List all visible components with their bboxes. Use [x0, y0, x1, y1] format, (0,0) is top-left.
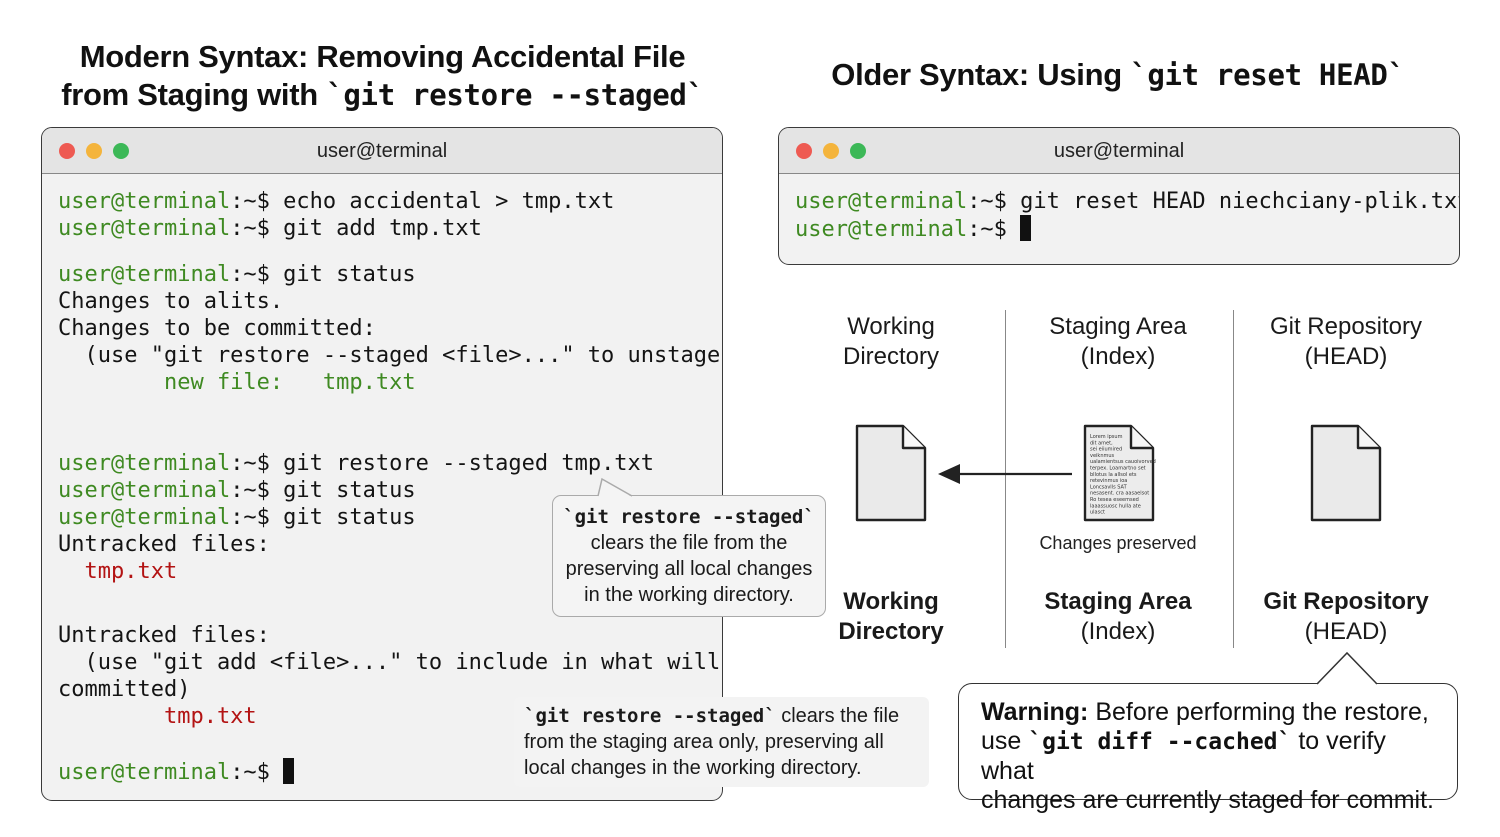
- close-dot-icon[interactable]: [59, 143, 75, 159]
- terminal-line: user@terminal:~$ git reset HEAD niechcia…: [795, 189, 1460, 214]
- doc-text-line: terpex. Loamartno set: [1090, 466, 1146, 472]
- col-git-repository-header: Git Repository (HEAD): [1269, 313, 1423, 370]
- terminal-line: user@terminal:~$ git status: [58, 505, 416, 530]
- doc-text-line: dit amet,: [1090, 440, 1113, 446]
- left-title-code: `git restore --staged`: [326, 78, 704, 112]
- right-terminal-title: user@terminal: [1053, 140, 1185, 162]
- terminal-line: user@terminal:~$ git status: [58, 262, 416, 287]
- doc-text-line: bllotus la allsol ets: [1090, 472, 1137, 478]
- prompt: user@terminal: [795, 217, 968, 242]
- prompt: user@terminal: [58, 451, 231, 476]
- terminal-line: user@terminal:~$ git restore --staged tm…: [58, 451, 655, 476]
- left-title-line2: from Staging with `git restore --staged`: [61, 77, 704, 112]
- left-title-line1: Modern Syntax: Removing Accidental File: [79, 39, 686, 74]
- prompt: user@terminal: [58, 505, 231, 530]
- terminal-output: Changes to alits.: [58, 289, 284, 314]
- col-working-directory-label: Working Directory: [838, 588, 944, 645]
- terminal-line: user@terminal:~$: [58, 758, 295, 786]
- left-title: Modern Syntax: Removing Accidental File …: [40, 38, 725, 114]
- restore-note: `git restore --staged` clears the file f…: [514, 697, 929, 787]
- doc-text-line: veiknmus: [1090, 453, 1115, 459]
- warning-box: Warning: Before performing the restore, …: [958, 683, 1458, 814]
- terminal-output: Untracked files:: [58, 532, 270, 557]
- cursor-icon: [283, 758, 295, 784]
- right-title: Older Syntax: Using `git reset HEAD`: [831, 57, 1405, 92]
- doc-text-line: Lorem ipsum: [1090, 434, 1123, 440]
- prompt: user@terminal: [58, 262, 231, 287]
- terminal-output-new-file: new file: tmp.txt: [58, 370, 416, 395]
- repository-file-icon: [1310, 424, 1382, 522]
- maximize-dot-icon[interactable]: [113, 143, 129, 159]
- right-title-code: `git reset HEAD`: [1130, 58, 1405, 92]
- doc-text-line: laaassuosc hulla ate: [1090, 503, 1141, 509]
- terminal-output-file: tmp.txt: [58, 559, 178, 584]
- unstage-arrow-icon: [938, 464, 1072, 484]
- doc-text-line: retevinmus ioa: [1090, 478, 1127, 484]
- warning-code: `git diff --cached`: [1028, 729, 1292, 755]
- terminal-output: Changes to be committed:: [58, 316, 376, 341]
- terminal-line: user@terminal:~$ echo accidental > tmp.t…: [58, 189, 615, 214]
- col-staging-area-header: Staging Area (Index): [1049, 313, 1187, 370]
- doc-text-line: nesasent. cra aasaelsot: [1090, 491, 1149, 497]
- terminal-line: user@terminal:~$: [795, 215, 1032, 243]
- minimize-dot-icon[interactable]: [86, 143, 102, 159]
- maximize-dot-icon[interactable]: [850, 143, 866, 159]
- right-terminal-window: user@terminal user@terminal:~$ git reset…: [778, 127, 1460, 265]
- restore-callout-bubble: `git restore --staged` clears the file f…: [552, 495, 826, 617]
- close-dot-icon[interactable]: [796, 143, 812, 159]
- terminal-output: committed): [58, 677, 191, 702]
- col-working-directory-header: Working Directory: [842, 313, 939, 370]
- left-terminal-titlebar: user@terminal: [42, 128, 722, 174]
- column-divider: [1005, 310, 1006, 648]
- col-staging-area-label: Staging Area (Index): [1044, 588, 1192, 645]
- prompt: user@terminal: [58, 189, 231, 214]
- cursor-icon: [1020, 215, 1032, 241]
- prompt: user@terminal: [58, 760, 231, 785]
- terminal-output: Untracked files:: [58, 623, 270, 648]
- warning-label: Warning:: [981, 698, 1089, 726]
- working-directory-file-icon: [855, 424, 927, 522]
- left-terminal-window: user@terminal user@terminal:~$ echo acci…: [41, 127, 723, 801]
- doc-text-line: Loncsavlls SAT: [1090, 484, 1128, 490]
- col-git-repository-label: Git Repository (HEAD): [1263, 588, 1429, 645]
- terminal-output-file: tmp.txt: [58, 704, 257, 729]
- doc-text-line: ualamientsus cauoivorved: [1090, 459, 1156, 465]
- terminal-line: user@terminal:~$ git add tmp.txt: [58, 216, 482, 241]
- prompt: user@terminal: [58, 478, 231, 503]
- doc-text-line: ulasct: [1090, 510, 1105, 516]
- doc-text-line: sei eiiumired: [1090, 447, 1122, 453]
- terminal-output: (use "git add <file>..." to include in w…: [58, 650, 723, 675]
- callout-pointer-icon: [597, 477, 633, 497]
- terminal-line: user@terminal:~$ git status: [58, 478, 416, 503]
- prompt: user@terminal: [58, 216, 231, 241]
- right-terminal-titlebar: user@terminal: [779, 128, 1459, 174]
- callout-code: `git restore --staged`: [563, 506, 815, 528]
- warning-pointer-icon: [1316, 651, 1378, 685]
- changes-preserved-label: Changes preserved: [1039, 533, 1197, 553]
- prompt: user@terminal: [795, 189, 968, 214]
- terminal-output: (use "git restore --staged <file>..." to…: [58, 343, 723, 368]
- minimize-dot-icon[interactable]: [823, 143, 839, 159]
- note-code: `git restore --staged`: [524, 705, 776, 727]
- left-terminal-title: user@terminal: [316, 140, 448, 162]
- column-divider: [1233, 310, 1234, 648]
- doc-text-line: Ro tesea eseemsed: [1090, 497, 1139, 503]
